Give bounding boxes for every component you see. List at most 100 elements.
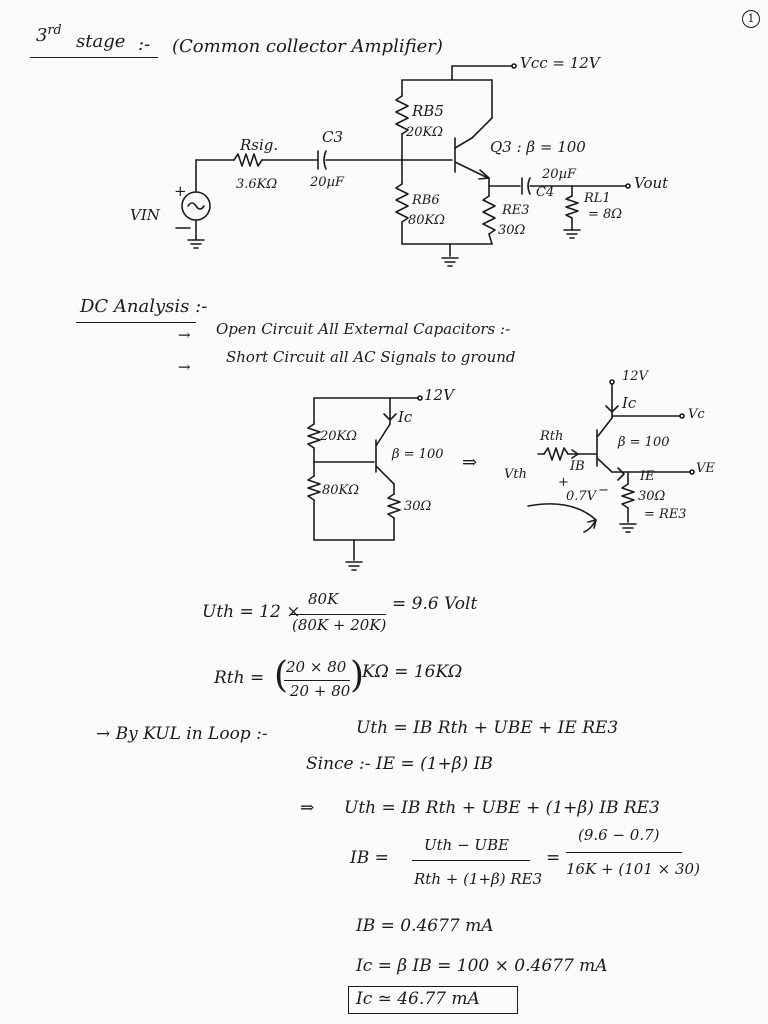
stage-word: stage bbox=[76, 31, 126, 52]
c2-r20-label: 20KΩ bbox=[320, 429, 358, 444]
c3-re3-label: = RE3 bbox=[644, 507, 687, 522]
re3-label: RE3 bbox=[502, 203, 530, 218]
c3-loop-arrow bbox=[527, 503, 597, 533]
since-equation: Since :- IE = (1+β) IB bbox=[306, 754, 493, 774]
c3-ic-label: Ic bbox=[622, 394, 637, 412]
c4-plate-2 bbox=[527, 177, 531, 195]
c3-rth bbox=[543, 447, 569, 461]
rsig-resistor bbox=[233, 153, 263, 167]
rth-paren-close: ) bbox=[350, 655, 365, 696]
rb5-value: 20KΩ bbox=[406, 125, 444, 140]
c3-label: C3 bbox=[322, 128, 344, 146]
c3-vc-label: Vc bbox=[688, 407, 705, 422]
c4-label: C4 bbox=[536, 185, 555, 200]
stage-number: 3rd bbox=[36, 22, 62, 46]
bullet-arrow-1: → bbox=[178, 326, 191, 344]
dc-analysis-underline bbox=[76, 322, 196, 323]
heading-suffix: :- bbox=[138, 34, 151, 55]
ib-fraction-bar-2 bbox=[566, 852, 682, 853]
c3-ve-label: VE bbox=[696, 461, 715, 476]
c2-r30 bbox=[387, 493, 401, 519]
c2-beta-label: β = 100 bbox=[392, 447, 444, 462]
q3-emitter-leg bbox=[454, 161, 489, 179]
c3-minus-label: − bbox=[598, 483, 609, 498]
c2-r30-label: 30Ω bbox=[404, 499, 432, 514]
rl1-label: RL1 bbox=[584, 191, 611, 206]
c2-r80 bbox=[307, 475, 321, 501]
vin-label: VIN bbox=[130, 206, 160, 224]
c3-r30-label: 30Ω bbox=[638, 489, 666, 504]
ib-equals-2: = bbox=[546, 848, 561, 868]
c3-ib-arrow bbox=[571, 449, 579, 459]
bullet-short-circuit: Short Circuit all AC Signals to ground bbox=[226, 348, 516, 366]
rth-numerator: 20 × 80 bbox=[286, 658, 347, 676]
rb5-label: RB5 bbox=[412, 102, 444, 120]
re3-resistor bbox=[482, 195, 496, 235]
subst-arrow: ⇒ bbox=[300, 798, 315, 818]
rl1-resistor bbox=[565, 195, 579, 219]
rsig-label: Rsig. bbox=[240, 136, 279, 154]
implies-arrow: ⇒ bbox=[462, 452, 478, 473]
ib-result: IB = 0.4677 mA bbox=[356, 916, 494, 936]
c2-r20 bbox=[307, 423, 321, 449]
vth-result: = 9.6 Volt bbox=[392, 594, 478, 614]
kvl-label: → By KUL in Loop :- bbox=[96, 724, 268, 744]
c3-ie-label: IE bbox=[640, 469, 655, 484]
rth-denominator: 20 + 80 bbox=[290, 682, 351, 700]
rb6-value: 80KΩ bbox=[408, 213, 446, 228]
c3-12v-label: 12V bbox=[622, 369, 648, 384]
rth-paren-open: ( bbox=[274, 655, 289, 696]
q3-label: Q3 : β = 100 bbox=[490, 138, 586, 156]
rth-result: KΩ = 16KΩ bbox=[362, 662, 463, 682]
rb6-label: RB6 bbox=[412, 193, 440, 208]
re3-value: 30Ω bbox=[498, 223, 526, 238]
heading-underline bbox=[30, 57, 158, 58]
dc-analysis-title: DC Analysis :- bbox=[80, 296, 208, 317]
c2-r80-label: 80KΩ bbox=[322, 483, 360, 498]
source-plus: + bbox=[174, 182, 187, 200]
page-number: 1 bbox=[742, 10, 760, 28]
ib-fraction-bar bbox=[412, 860, 530, 861]
rl1-value: = 8Ω bbox=[588, 207, 623, 222]
c2-12v-label: 12V bbox=[424, 386, 454, 404]
kvl-equation: Uth = IB Rth + UBE + IE RE3 bbox=[356, 718, 619, 738]
ib-numerator-2: (9.6 − 0.7) bbox=[578, 826, 660, 844]
ib-denominator-2: 16K + (101 × 30) bbox=[566, 860, 700, 878]
c4-value: 20µF bbox=[542, 167, 577, 182]
bullet-arrow-2: → bbox=[178, 358, 191, 376]
ac-source-wave bbox=[187, 202, 205, 210]
c3-ie-arrow bbox=[617, 467, 625, 481]
ic-final: Ic ≃ 46.77 mA bbox=[356, 989, 480, 1009]
c2-ic-arrow bbox=[383, 413, 397, 421]
c3-ic-arrow bbox=[605, 405, 619, 413]
subst-equation: Uth = IB Rth + UBE + (1+β) IB RE3 bbox=[344, 798, 660, 818]
c3-plate-2 bbox=[323, 150, 327, 170]
bullet-open-circuit: Open Circuit All External Capacitors :- bbox=[216, 320, 511, 338]
c3-re3 bbox=[621, 483, 635, 509]
c3-ib-label: IB bbox=[570, 459, 585, 474]
c2-ic-label: Ic bbox=[398, 408, 413, 426]
c3-rth-label: Rth bbox=[540, 429, 564, 444]
collector-wire bbox=[471, 117, 493, 139]
vcc-terminal bbox=[511, 63, 517, 69]
ib-denominator: Rth + (1+β) RE3 bbox=[414, 870, 543, 888]
c3-vth-label: Vth bbox=[504, 467, 527, 482]
vcc-label: Vcc = 12V bbox=[520, 54, 600, 72]
ic-final-box bbox=[348, 986, 518, 1014]
vout-label: Vout bbox=[634, 174, 669, 192]
c3-vbe-label: 0.7V bbox=[566, 489, 597, 504]
c3-value: 20µF bbox=[310, 175, 345, 190]
ib-lhs: IB = bbox=[350, 848, 389, 868]
rsig-value: 3.6KΩ bbox=[236, 177, 278, 192]
rth-lhs: Rth = bbox=[214, 668, 265, 688]
ic-equation: Ic = β IB = 100 × 0.4677 mA bbox=[356, 956, 608, 976]
q3-collector-leg bbox=[454, 137, 473, 149]
ib-numerator: Uth − UBE bbox=[424, 836, 510, 854]
c3-beta-label: β = 100 bbox=[618, 435, 670, 450]
rth-fraction-bar bbox=[284, 680, 350, 681]
vth-numerator: 80K bbox=[308, 590, 339, 608]
c3-plus-label: + bbox=[558, 475, 569, 490]
vth-denominator: (80K + 20K) bbox=[292, 616, 387, 634]
